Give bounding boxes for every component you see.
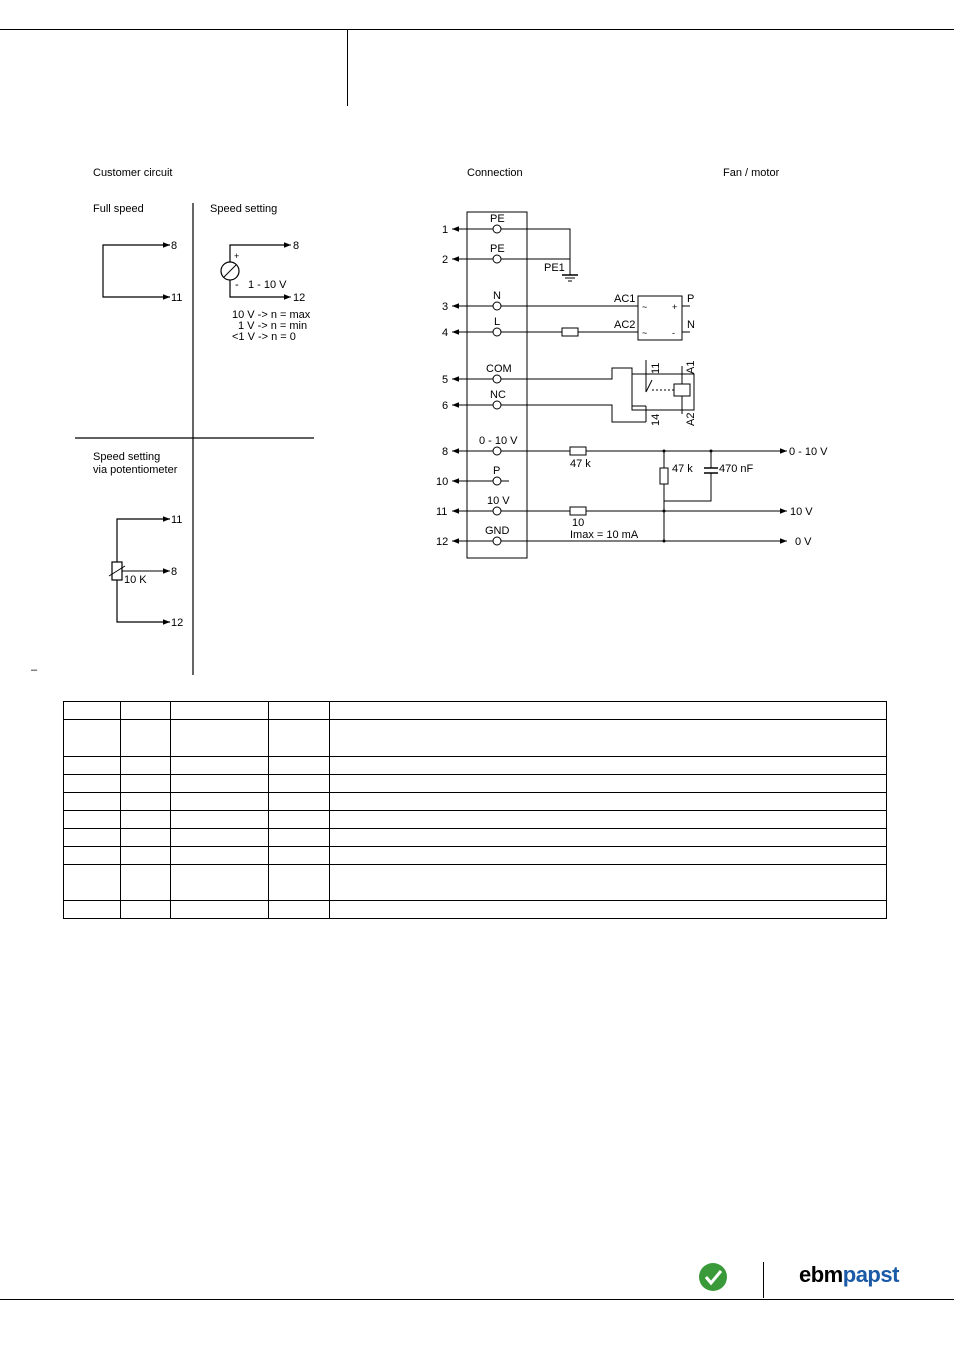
speed-note-2: 1 V -> n = min (238, 320, 308, 332)
relay-11: 11 (650, 363, 662, 374)
plus-sign: + (234, 251, 240, 261)
connection-schematic: 1 2 3 4 5 6 8 10 11 12 PE PE N L COM NC … (436, 211, 828, 559)
conn-num-8: 8 (442, 446, 448, 458)
footnote-dash: – (31, 664, 38, 676)
ec-tilde-2: ~ (642, 328, 647, 338)
conn-label-0-10: 0 - 10 V (479, 435, 518, 447)
conn-num-2: 2 (442, 254, 448, 266)
pot-heading-1: Speed setting (93, 451, 161, 463)
table-row (63, 864, 887, 901)
conn-label-p: P (493, 465, 500, 477)
conn-label-pe1: PE (490, 213, 505, 225)
fs-terminal-11: 11 (171, 292, 183, 304)
customer-circuit-diagram (75, 203, 314, 675)
customer-circuit-heading: Customer circuit (93, 167, 173, 179)
header-divider (347, 29, 348, 106)
ec-tilde-1: ~ (642, 302, 647, 312)
conn-num-4: 4 (442, 327, 448, 339)
table-row (63, 701, 887, 720)
conn-num-11: 11 (436, 506, 447, 518)
ac1-label: AC1 (614, 293, 635, 305)
resistor-47k-1: 47 k (570, 458, 591, 470)
out-0v: 0 V (795, 536, 812, 548)
conn-label-l: L (494, 316, 500, 328)
table-row (63, 719, 887, 757)
pe1-label: PE1 (544, 262, 565, 274)
capacitor-label: 470 nF (719, 463, 754, 475)
table-row (63, 756, 887, 775)
conn-num-1: 1 (442, 224, 448, 236)
ac2-label: AC2 (614, 319, 635, 331)
n-label: N (687, 319, 695, 331)
relay-14: 14 (650, 414, 662, 426)
fs-terminal-8: 8 (171, 240, 178, 252)
out-0-10: 0 - 10 V (789, 446, 828, 458)
table-row (63, 900, 887, 919)
conn-label-n: N (493, 290, 501, 302)
data-table (63, 701, 887, 919)
minus-sign: - (235, 279, 239, 291)
conn-label-com: COM (486, 363, 512, 375)
footer-rule (0, 1299, 954, 1300)
ss-terminal-12: 12 (293, 292, 306, 304)
imax-label: Imax = 10 mA (570, 529, 639, 541)
header-rule (0, 29, 954, 30)
speed-note-3: <1 V -> n = 0 (232, 331, 296, 343)
fan-motor-heading: Fan / motor (723, 167, 780, 179)
out-10v: 10 V (790, 506, 813, 518)
speed-setting-label: Speed setting (210, 203, 278, 215)
table-row (63, 792, 887, 811)
green-tech-badge-icon (699, 1263, 727, 1291)
conn-num-3: 3 (442, 301, 448, 313)
p-label: P (687, 293, 694, 305)
conn-label-gnd: GND (485, 525, 510, 537)
pot-terminal-8: 8 (171, 566, 178, 578)
table-row (63, 774, 887, 793)
pot-terminal-12: 12 (171, 617, 184, 629)
ss-terminal-8: 8 (293, 240, 300, 252)
table-row (63, 828, 887, 847)
speed-note-1: 10 V -> n = max (232, 309, 311, 321)
connection-heading: Connection (467, 167, 523, 179)
footer-divider (763, 1262, 764, 1298)
ec-plus: + (672, 302, 677, 312)
conn-label-10v: 10 V (487, 495, 510, 507)
conn-num-6: 6 (442, 400, 448, 412)
pot-heading-2: via potentiometer (93, 464, 178, 476)
conn-num-12: 12 (436, 536, 448, 548)
pot-value: 10 K (124, 574, 147, 586)
conn-label-pe2: PE (490, 243, 505, 255)
ebmpapst-logo: ebmpapst (799, 1262, 899, 1287)
table-row (63, 846, 887, 865)
ec-minus: - (672, 328, 675, 338)
conn-num-10: 10 (436, 476, 448, 488)
pot-terminal-11: 11 (171, 514, 183, 526)
resistor-47k-2: 47 k (672, 463, 693, 475)
conn-label-nc: NC (490, 389, 506, 401)
resistor-10: 10 (572, 517, 584, 529)
relay-a1: A1 (685, 361, 697, 374)
full-speed-label: Full speed (93, 203, 144, 215)
relay-a2: A2 (685, 413, 697, 426)
table-row (63, 810, 887, 829)
conn-num-5: 5 (442, 374, 448, 386)
range-label: 1 - 10 V (248, 279, 287, 291)
